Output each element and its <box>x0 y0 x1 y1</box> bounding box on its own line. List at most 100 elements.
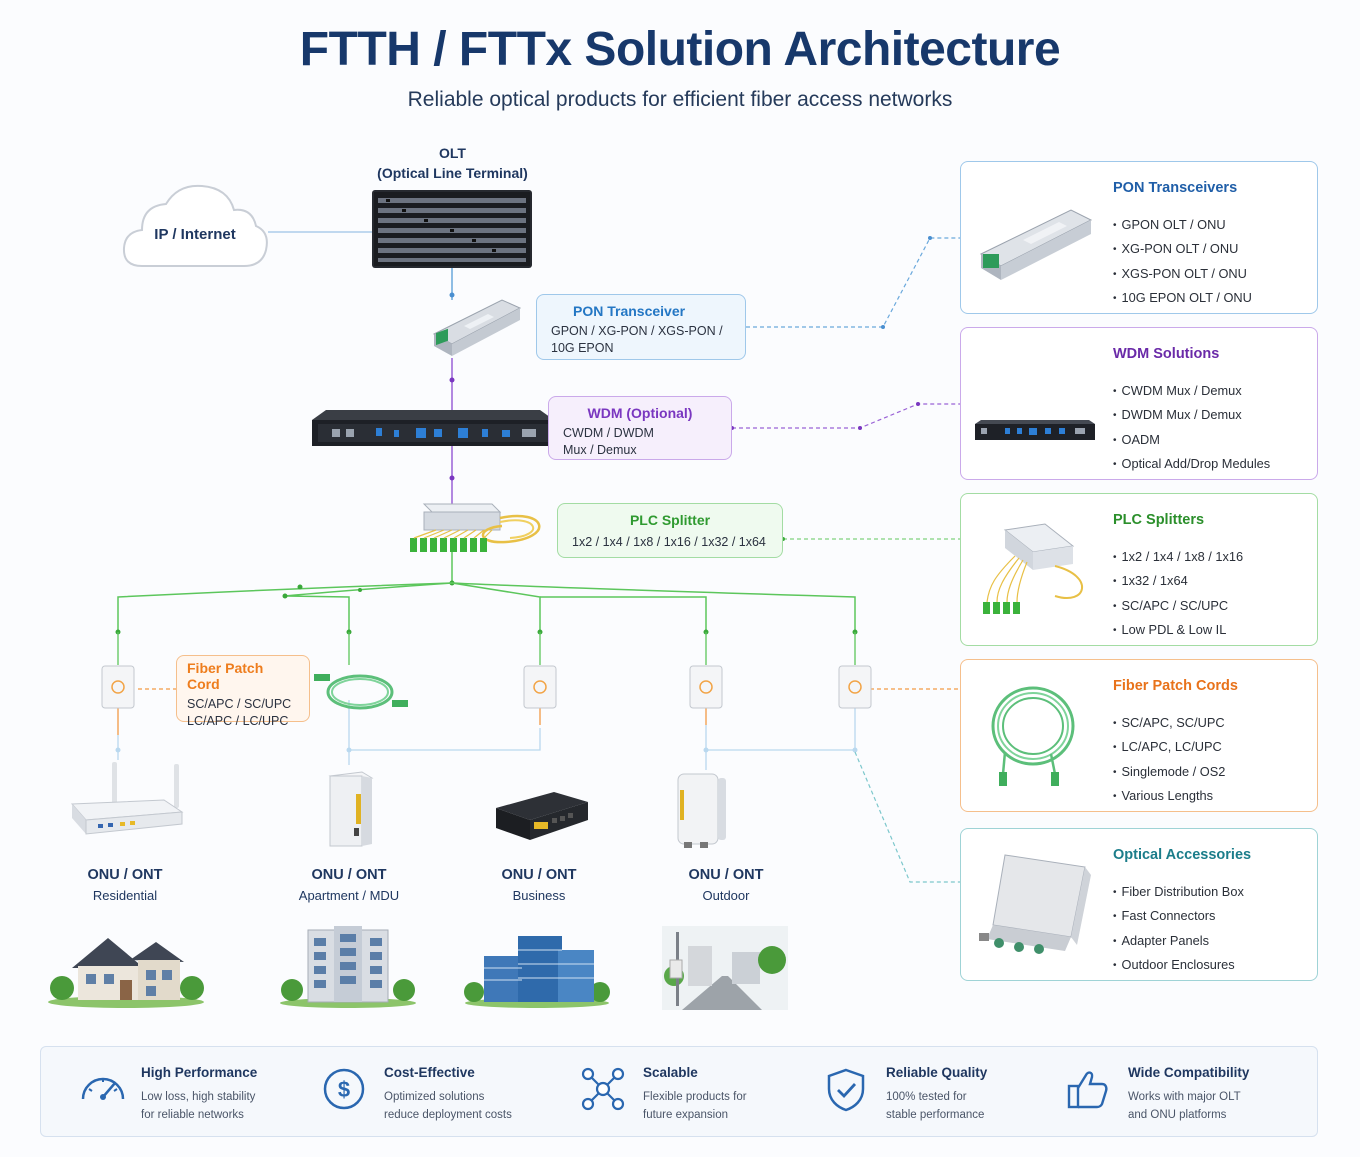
plc-splitter-product-image <box>983 523 1084 614</box>
card-acc-title: Optical Accessories <box>1113 847 1252 863</box>
wdm-product-image <box>975 420 1095 440</box>
feature-desc: Low loss, high stability for reliable net… <box>141 1088 311 1124</box>
feature-desc-line2: future expansion <box>643 1109 729 1121</box>
card-plc-item: Low PDL & Low IL <box>1113 619 1243 643</box>
feature-desc: 100% tested for stable performance <box>886 1088 1056 1124</box>
shield-check-icon <box>827 1068 865 1112</box>
card-pon-item: 10G EPON OLT / ONU <box>1113 287 1252 311</box>
card-acc-item: Fast Connectors <box>1113 905 1244 929</box>
card-pon-item: GPON OLT / ONU <box>1113 214 1252 238</box>
feature-desc-line2: for reliable networks <box>141 1109 244 1121</box>
card-wdm-item: Optical Add/Drop Medules <box>1113 453 1271 477</box>
terminal-box-3 <box>689 665 723 709</box>
onu-apartment-subtitle: Apartment / MDU <box>298 888 400 903</box>
onu-outdoor-subtitle: Outdoor <box>702 888 750 903</box>
feature-title: Scalable <box>643 1065 698 1080</box>
feature-cost-effective: $ Cost-Effective Optimized solutions redu… <box>322 1047 562 1138</box>
card-acc-item: Outdoor Enclosures <box>1113 954 1244 978</box>
card-fpc-item: Various Lengths <box>1113 785 1225 809</box>
feature-desc-line1: Works with major OLT <box>1128 1091 1241 1103</box>
onu-business-title: ONU / ONT <box>501 867 577 883</box>
card-pon-item: XG-PON OLT / ONU <box>1113 238 1252 262</box>
card-pon-title: PON Transceivers <box>1113 180 1238 196</box>
plc-callout-line1: 1x2 / 1x4 / 1x8 / 1x16 / 1x32 / 1x64 <box>572 535 766 549</box>
onu-outdoor-title: ONU / ONT <box>688 867 764 883</box>
fpc-callout-line2: LC/APC / LC/UPC <box>187 714 289 728</box>
feature-desc: Optimized solutions reduce deployment cos… <box>384 1088 554 1124</box>
feature-desc-line1: Low loss, high stability <box>141 1091 256 1103</box>
onu-apartment-device <box>328 771 374 847</box>
cloud-label: IP / Internet <box>154 226 236 243</box>
feature-desc-line1: Optimized solutions <box>384 1091 485 1103</box>
card-fpc-item: Singlemode / OS2 <box>1113 761 1226 785</box>
wdm-callout-title: WDM (Optional) <box>587 405 693 421</box>
card-wdm-item: CWDM Mux / Demux <box>1113 380 1270 404</box>
speedometer-icon <box>81 1077 125 1100</box>
fpc-callout-line1: SC/APC / SC/UPC <box>187 697 292 711</box>
cloud-icon <box>122 184 268 267</box>
wdm-callout-line1: CWDM / DWDM <box>563 426 654 440</box>
wdm-chassis <box>312 410 554 446</box>
card-wdm-item: OADM <box>1113 429 1270 453</box>
card-fpc-item: SC/APC, SC/UPC <box>1113 712 1225 736</box>
pon-transceiver-image <box>432 299 522 356</box>
feature-desc-line2: reduce deployment costs <box>384 1109 512 1121</box>
feature-title: Reliable Quality <box>886 1065 988 1080</box>
olt-label-line1: OLT <box>439 145 466 161</box>
apartment-illustration <box>280 926 416 1008</box>
patch-cord-coil-image <box>314 674 408 710</box>
plc-callout-title: PLC Splitter <box>629 512 711 528</box>
card-plc-splitters: PLC Splitters 1x2 / 1x4 / 1x8 / 1x16 1x3… <box>960 493 1318 646</box>
feature-title: Cost-Effective <box>384 1065 475 1080</box>
page-title: FTTH / FTTx Solution Architecture <box>299 23 1061 76</box>
pon-transceiver-product-image <box>979 209 1093 280</box>
onu-business-subtitle: Business <box>512 888 566 903</box>
onu-residential-subtitle: Residential <box>92 888 158 903</box>
fiber-patch-cord-callout: Fiber Patch Cord SC/APC / SC/UPC LC/APC … <box>176 655 310 728</box>
card-plc-item: SC/APC / SC/UPC <box>1113 595 1243 619</box>
card-wdm-item: DWDM Mux / Demux <box>1113 404 1270 428</box>
svg-text:$: $ <box>338 1077 350 1102</box>
house-illustration <box>48 938 204 1008</box>
patch-cord-product-image <box>991 686 1075 786</box>
terminal-box-1 <box>101 665 135 709</box>
onu-residential-router <box>70 762 184 835</box>
card-fiber-patch-cords: Fiber Patch Cords SC/APC, SC/UPC LC/APC,… <box>960 659 1318 812</box>
feature-reliable-quality: Reliable Quality 100% tested for stable p… <box>824 1047 1064 1138</box>
feature-desc-line2: and ONU platforms <box>1128 1109 1227 1121</box>
card-plc-item: 1x2 / 1x4 / 1x8 / 1x16 <box>1113 546 1244 570</box>
card-acc-item: Fiber Distribution Box <box>1113 881 1244 905</box>
card-fpc-item: LC/APC, LC/UPC <box>1113 736 1225 760</box>
feature-wide-compatibility: Wide Compatibility Works with major OLT a… <box>1066 1047 1306 1138</box>
dollar-icon: $ <box>323 1068 365 1110</box>
page-subtitle: Reliable optical products for efficient … <box>407 88 953 111</box>
wdm-callout: WDM (Optional) CWDM / DWDM Mux / Demux <box>548 396 732 460</box>
feature-title: Wide Compatibility <box>1128 1065 1250 1080</box>
card-optical-accessories: Optical Accessories Fiber Distribution B… <box>960 828 1318 981</box>
feature-desc-line2: stable performance <box>886 1109 985 1121</box>
onu-residential-title: ONU / ONT <box>87 867 163 883</box>
pon-callout-line1: GPON / XG-PON / XGS-PON / <box>551 324 723 338</box>
pon-transceiver-callout: PON Transceiver GPON / XG-PON / XGS-PON … <box>536 294 746 360</box>
onu-apartment-title: ONU / ONT <box>311 867 387 883</box>
plc-splitter-callout: PLC Splitter 1x2 / 1x4 / 1x8 / 1x16 / 1x… <box>557 503 783 558</box>
pon-callout-title: PON Transceiver <box>573 303 686 319</box>
terminal-box-2 <box>523 665 557 709</box>
card-pon-item: XGS-PON OLT / ONU <box>1113 263 1252 287</box>
card-plc-item: 1x32 / 1x64 <box>1113 570 1243 594</box>
card-pon-transceivers: PON Transceivers GPON OLT / ONU XG-PON O… <box>960 161 1318 314</box>
feature-desc-line1: 100% tested for <box>886 1091 967 1103</box>
features-bar: High Performance Low loss, high stabilit… <box>40 1046 1318 1137</box>
terminal-box-4 <box>838 665 872 709</box>
card-fpc-title: Fiber Patch Cords <box>1113 678 1238 694</box>
card-acc-item: Adapter Panels <box>1113 930 1244 954</box>
card-wdm-solutions: WDM Solutions CWDM Mux / Demux DWDM Mux … <box>960 327 1318 480</box>
olt-label-line2: (Optical Line Terminal) <box>377 165 528 181</box>
thumbs-up-icon <box>1067 1071 1108 1109</box>
feature-title: High Performance <box>141 1065 258 1080</box>
olt-label: OLT (Optical Line Terminal) <box>340 143 565 183</box>
distribution-box-product-image <box>979 854 1091 954</box>
plc-splitter-image <box>410 503 541 552</box>
